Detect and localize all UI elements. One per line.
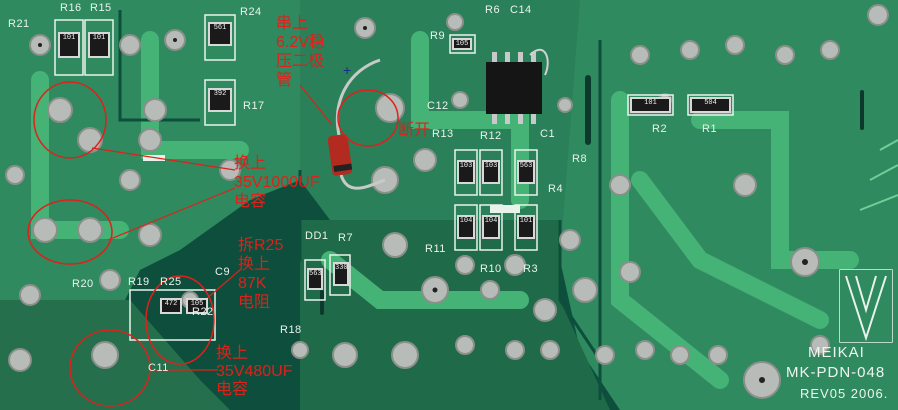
silk-label: R10 <box>480 263 502 275</box>
silk-label: R18 <box>280 324 302 336</box>
annotation-cap-480uf: 换上 35V480UF 电容 <box>216 345 293 398</box>
silk-label: DD1 <box>305 230 329 242</box>
smd-resistor: 104 <box>482 215 500 239</box>
silk-label: R15 <box>90 2 112 14</box>
silk-label: R21 <box>8 18 30 30</box>
silk-label: R24 <box>240 6 262 18</box>
svg-text:+: + <box>343 62 351 78</box>
smd-resistor: 105 <box>186 298 208 314</box>
silk-label: C9 <box>215 266 231 278</box>
smd-resistor: 101 <box>517 215 535 239</box>
meikai-logo <box>840 270 892 342</box>
annotation-series-zener: 串上 6.2V稳 压二极 管 <box>276 15 325 89</box>
smd-resistor: 104 <box>457 215 475 239</box>
smd-resistor: 101 <box>58 32 80 58</box>
silk-label: R22 <box>192 306 214 318</box>
smd-resistor: 504 <box>690 97 731 113</box>
via-holes <box>38 26 808 383</box>
annotation-r25: 拆R25 换上 87K 电阻 <box>238 237 284 311</box>
leader-lines <box>91 84 333 371</box>
silk-label: R8 <box>572 153 588 165</box>
silk-label: C14 <box>510 4 532 16</box>
smd-resistor: 105 <box>452 38 472 50</box>
smd-resistor: 101 <box>630 97 671 113</box>
smd-resistor: 101 <box>88 32 110 58</box>
silk-label: R6 <box>485 4 501 16</box>
smd-resistor: 563 <box>307 268 323 290</box>
silk-label: R4 <box>548 183 564 195</box>
copper-pour-bottom-center <box>300 220 610 410</box>
silk-label: R25 <box>160 276 182 288</box>
ic-package <box>486 52 542 124</box>
slots <box>320 75 864 315</box>
silk-label: R12 <box>480 130 502 142</box>
silk-label: C11 <box>148 362 169 374</box>
brand-maker: MEIKAI <box>808 344 865 361</box>
smd-resistor: 472 <box>160 298 182 314</box>
silk-label: R19 <box>128 276 150 288</box>
silk-label: R16 <box>60 2 82 14</box>
smd-resistor: 103 <box>457 160 475 184</box>
silk-label: C1 <box>540 128 556 140</box>
smd-resistor: 103 <box>482 160 500 184</box>
zener-diode: + <box>327 58 386 190</box>
silk-label: R3 <box>523 263 539 275</box>
silk-label: R13 <box>432 128 454 140</box>
silk-label: R2 <box>652 123 668 135</box>
silk-label: R7 <box>338 232 354 244</box>
annotation-cap-1000uf: 换上 35V1000UF 电容 <box>234 155 320 210</box>
silk-label: R11 <box>425 243 446 255</box>
smd-resistor: 563 <box>517 160 535 184</box>
silk-label: C12 <box>427 100 449 112</box>
silk-label: R20 <box>72 278 94 290</box>
cut-trace <box>490 205 520 213</box>
silk-label: R17 <box>243 100 265 112</box>
brand-model: MK-PDN-048 <box>786 364 886 381</box>
silk-outlines <box>54 14 893 343</box>
jumper-wire <box>529 48 549 76</box>
silk-label: R9 <box>430 30 446 42</box>
trace-highlights <box>859 139 898 211</box>
smd-resistor: 561 <box>208 22 232 46</box>
annotation-break: 断开 <box>398 122 431 139</box>
smd-resistor: 392 <box>208 88 232 112</box>
brand-revision: REV05 2006. <box>800 386 889 401</box>
silk-label: R1 <box>702 123 718 135</box>
smd-resistor: 330 <box>333 262 349 286</box>
annotation-circles <box>27 81 399 407</box>
